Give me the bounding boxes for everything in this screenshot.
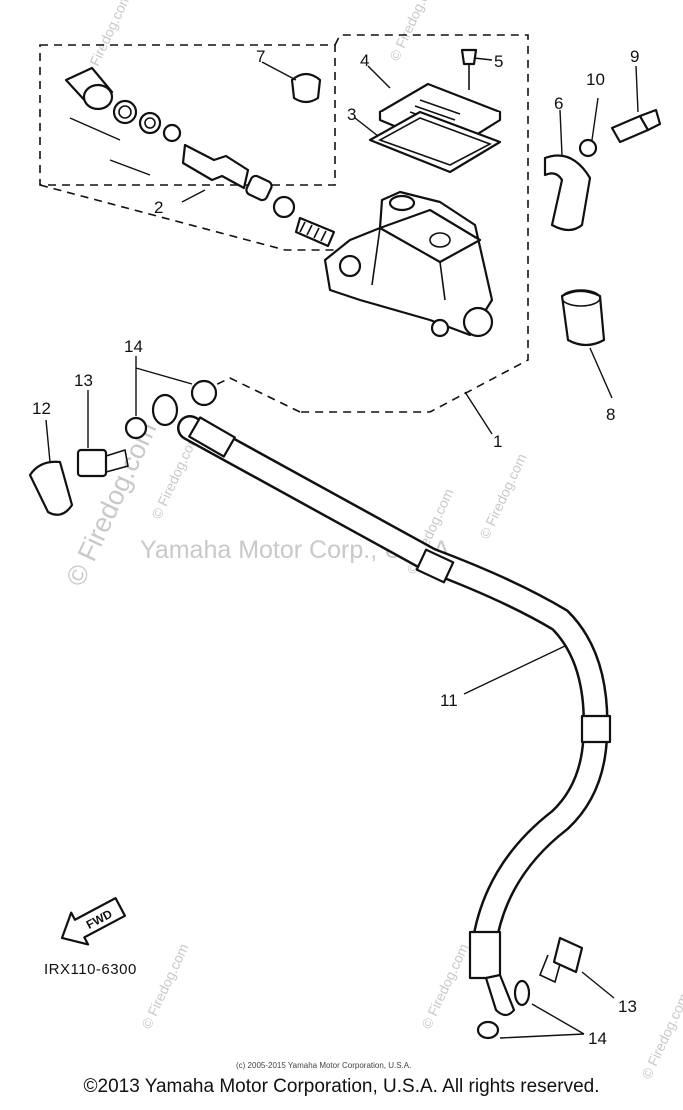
callout-8: 8 [606,405,615,424]
watermark-side: © Firedog.com [60,417,162,591]
fwd-arrow-icon: FWD [60,897,127,946]
callout-13-lower: 13 [618,997,637,1016]
callout-5: 5 [494,52,503,71]
watermark-small-8: © Firedog.com [638,991,683,1081]
callout-2: 2 [154,198,163,217]
watermark-small-2: © Firedog.com [386,0,439,63]
watermark-small-7: © Firedog.com [418,941,471,1031]
piston-kit [64,66,336,248]
callout-4: 4 [360,51,369,70]
callout-13-upper: 13 [74,371,93,390]
union-bolt-set [28,379,218,516]
callout-1: 1 [493,432,502,451]
watermark-small-6: © Firedog.com [138,941,191,1031]
leader-lines [45,57,639,1039]
callout-14-upper: 14 [124,337,143,356]
master-cylinder-body [323,190,494,338]
callout-12: 12 [32,399,51,418]
callout-6: 6 [554,94,563,113]
callout-7: 7 [256,47,265,66]
callout-9: 9 [630,47,639,66]
brake-hose [177,415,612,1017]
watermark-small-3: © Firedog.com [476,451,529,541]
assembly-outline [39,34,529,413]
figure-code: IRX110-6300 [44,961,137,978]
callouts: 1 2 3 4 5 6 7 8 9 10 11 12 13 13 14 14 [32,47,639,1048]
reservoir-cap [290,48,502,174]
clamp-and-bolts [543,108,662,347]
callout-14-lower: 14 [588,1029,607,1048]
callout-3: 3 [347,105,356,124]
callout-10: 10 [586,70,605,89]
lower-union-bolt [476,936,584,1040]
small-copyright: (c) 2005-2015 Yamaha Motor Corporation, … [236,1061,411,1070]
footer-copyright: ©2013 Yamaha Motor Corporation, U.S.A. A… [83,1076,600,1097]
callout-11: 11 [440,691,458,710]
